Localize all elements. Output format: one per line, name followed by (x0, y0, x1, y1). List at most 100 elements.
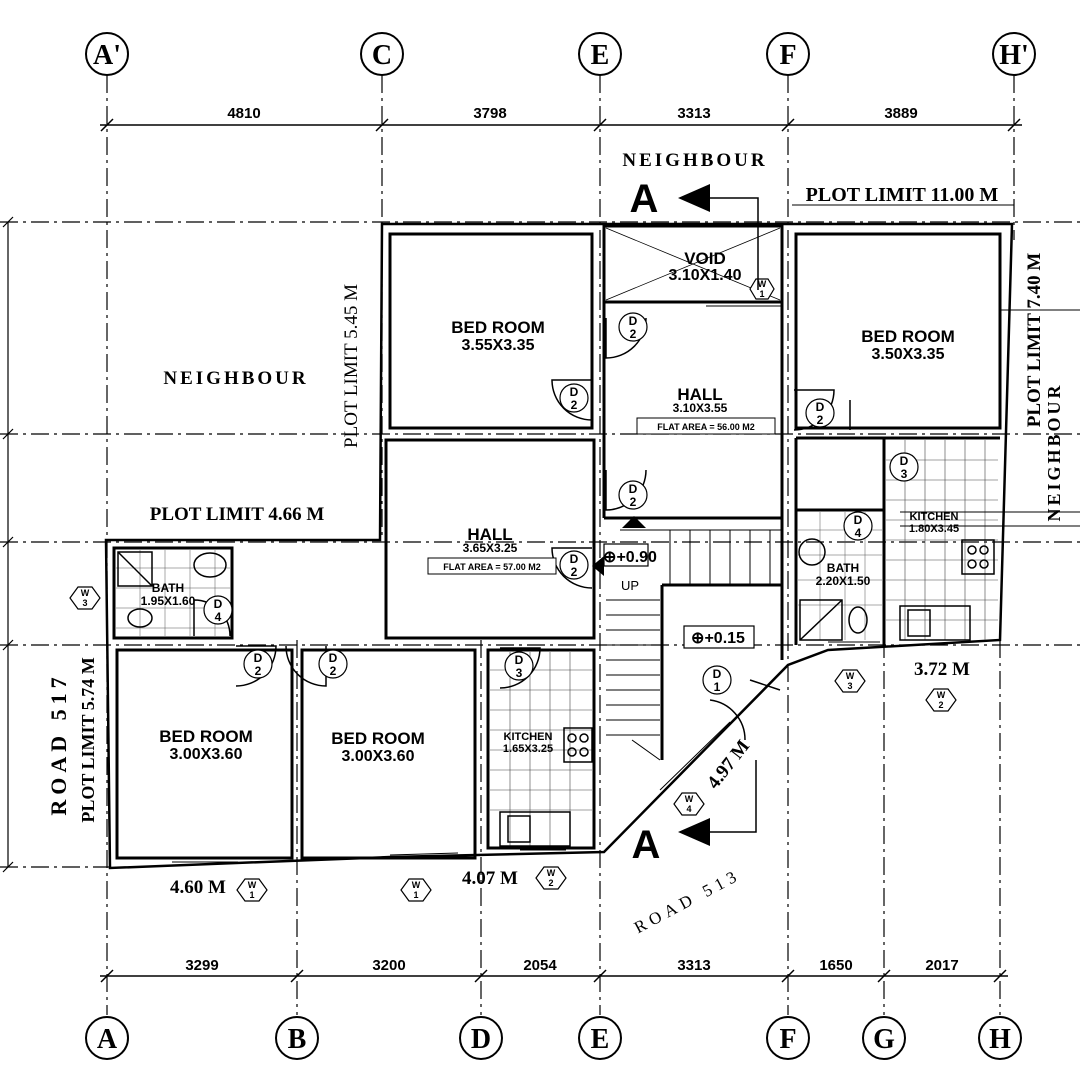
window-tag-letter: W (81, 588, 90, 598)
level-box (603, 543, 649, 567)
dimension-text: 2017 (925, 957, 958, 974)
room-name: BATH (827, 561, 859, 575)
window-tag-letter: W (937, 690, 946, 700)
staircase (606, 529, 782, 761)
grid-label: E (591, 1024, 610, 1055)
room-size: 2.20X1.50 (816, 574, 871, 588)
road-label: ROAD 513 (631, 865, 744, 937)
window-tag-letter: W (758, 279, 767, 289)
plot-limit-label: PLOT LIMIT 11.00 M (806, 184, 999, 206)
room-name: BED ROOM (159, 727, 253, 746)
window-tag-letter: W (547, 868, 556, 878)
door-tag-number: 2 (255, 664, 262, 678)
plot-limit-label: PLOT LIMIT 4.66 M (150, 504, 325, 525)
room-size: 3.65X3.25 (463, 541, 518, 555)
room-name: KITCHEN (910, 511, 959, 523)
room-size: 1.80X3.45 (909, 523, 959, 535)
door-tag-letter: D (854, 513, 863, 527)
door-tag-number: 4 (215, 610, 222, 624)
section-mark-label: A (632, 823, 661, 867)
grid-label: B (288, 1024, 307, 1055)
dimension-text: 3313 (677, 105, 710, 122)
grid-label: A (97, 1024, 118, 1055)
door-tag-labels: D 2 D 2 D 2 D 2 D 2 D 3 D 4 D 4 D 2 D 2 … (214, 314, 909, 694)
leader-lines (900, 309, 1080, 527)
window-tags (69, 278, 957, 902)
dimension-text: 3889 (884, 105, 917, 122)
section-line (710, 760, 757, 833)
window-tag-number: 1 (759, 289, 764, 299)
dimension-line-top (100, 118, 1022, 132)
door-tag-letter: D (900, 454, 909, 468)
grid-bubbles-bottom: A B D E F G H (85, 1016, 1022, 1060)
door-tag-letter: D (214, 597, 223, 611)
window-tag-number: 2 (938, 700, 943, 710)
grid-label: C (372, 40, 392, 71)
windows (172, 305, 880, 863)
grid-label: G (873, 1024, 895, 1055)
door-tag-number: 1 (714, 680, 721, 694)
room-name: BED ROOM (331, 729, 425, 748)
door-tag-number: 2 (571, 398, 578, 412)
door-tag-letter: D (329, 651, 338, 665)
grid-lines (0, 75, 1080, 1015)
window-tag-number: 2 (548, 878, 553, 888)
dimension-text: 3200 (372, 957, 405, 974)
room-size: 3.00X3.60 (170, 746, 243, 763)
door-tag-number: 2 (630, 327, 637, 341)
room-size: 3.10X3.55 (673, 401, 728, 415)
stair-up-label: UP (621, 578, 639, 593)
grid-label: E (591, 40, 610, 71)
plot-limit-label: PLOT LIMIT 7.40 M (1024, 253, 1045, 428)
door-tag-number: 4 (855, 526, 862, 540)
neighbour-label: NEIGHBOUR (622, 150, 767, 171)
door-tag-number: 2 (817, 413, 824, 427)
door-tag-letter: D (570, 552, 579, 566)
room-size: 3.10X1.40 (669, 267, 742, 284)
grid-label: D (471, 1024, 491, 1055)
window-tag-number: 3 (82, 598, 87, 608)
dimension-line-bottom (100, 969, 1008, 983)
dimension-text: 3299 (185, 957, 218, 974)
walls (104, 222, 1014, 870)
room-size: 3.00X3.60 (342, 748, 415, 765)
door-tag-number: 3 (516, 666, 523, 680)
window-tag-letter: W (685, 794, 694, 804)
grid-label: H' (999, 40, 1029, 71)
dimension-text: 3313 (677, 957, 710, 974)
door-tag-number: 2 (571, 565, 578, 579)
window-tag-number: 1 (249, 890, 254, 900)
grid-label: F (779, 40, 796, 71)
section-arrow (678, 184, 710, 212)
window-tag-letter: W (846, 671, 855, 681)
door-tag-letter: D (629, 314, 638, 328)
entry-arrow (622, 516, 646, 528)
room-name: KITCHEN (504, 731, 553, 743)
road-label: ROAD 517 (46, 672, 71, 815)
section-mark-label: A (630, 177, 659, 221)
room-size: 3.55X3.35 (462, 337, 535, 354)
door-tag-number: 2 (630, 495, 637, 509)
plot-dimension: 3.72 M (914, 659, 970, 680)
room-name: BATH (152, 581, 184, 595)
dimension-text: 3798 (473, 105, 506, 122)
window-tag-number: 3 (847, 681, 852, 691)
section-line (710, 197, 759, 290)
door-tags (203, 312, 919, 695)
dimension-text: 2054 (523, 957, 557, 974)
door-tag-letter: D (629, 482, 638, 496)
door-tag-letter: D (254, 651, 263, 665)
grid-label: H (989, 1024, 1011, 1055)
flat-area-box (427, 557, 557, 575)
window-tag-letter: W (248, 880, 257, 890)
plot-dimension: 4.07 M (462, 868, 518, 889)
door-tag-number: 3 (901, 467, 908, 481)
level-label: ⊕+0.15 (691, 630, 745, 647)
neighbour-label: NEIGHBOUR (163, 368, 308, 389)
flat-area: FLAT AREA = 57.00 M2 (443, 562, 540, 572)
room-size: 1.65X3.25 (503, 743, 553, 755)
section-arrow (678, 818, 710, 846)
room-name: HALL (467, 525, 512, 544)
door-tag-letter: D (816, 400, 825, 414)
room-name: BED ROOM (451, 318, 545, 337)
